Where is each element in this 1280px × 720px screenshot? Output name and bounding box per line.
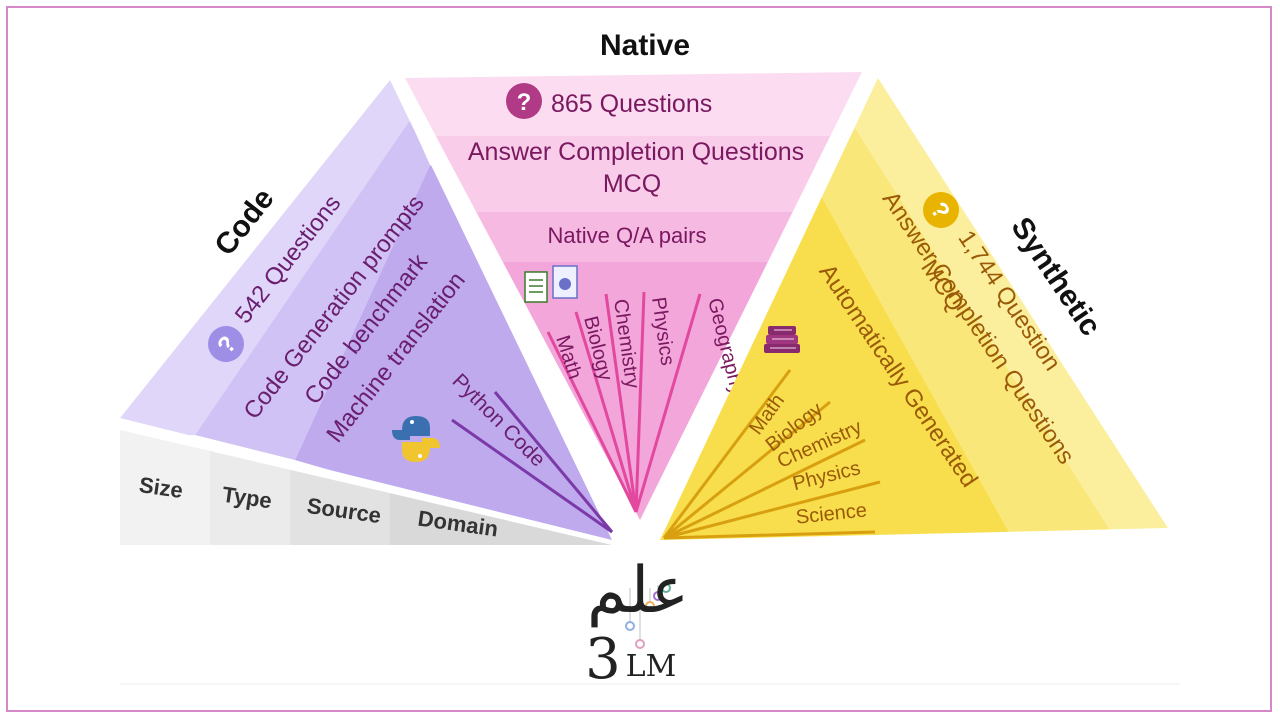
native-domain-line <box>634 291 646 513</box>
books-icon <box>764 326 800 353</box>
native-count: 865 Questions <box>551 90 712 118</box>
native-band-size <box>405 72 862 136</box>
code-band-source <box>195 120 430 460</box>
logo: علم 3 LM <box>585 554 689 692</box>
legend-band-size <box>120 430 210 545</box>
native-types-line1: Answer Completion Questions <box>468 138 804 166</box>
native-types-line2: MCQ <box>603 170 661 198</box>
native-domain-line <box>634 293 702 513</box>
native-domain-line <box>546 331 638 513</box>
document-icon <box>524 265 578 303</box>
logo-latin-digit: 3 <box>585 627 621 692</box>
logo-latin-letters: LM <box>626 649 677 684</box>
code-question-icon: ? <box>208 326 244 362</box>
native-question-icon: ? <box>506 83 542 119</box>
logo-bulbs <box>625 582 671 649</box>
native-domain-line <box>574 311 638 513</box>
legend-size: Size <box>138 472 185 503</box>
synthetic-domain-line <box>662 369 792 539</box>
synthetic-question-icon: ? <box>923 192 959 228</box>
synthetic-band-source <box>815 120 1110 534</box>
native-band-type <box>405 136 862 212</box>
synthetic-domain-line <box>663 480 881 540</box>
synthetic-domain-line <box>663 400 831 540</box>
native-source: Native Q/A pairs <box>548 223 707 248</box>
code-domain-lines <box>451 391 614 534</box>
native-domain-line <box>604 293 638 513</box>
synthetic-domain-line <box>663 530 876 540</box>
logo-arabic: علم <box>587 554 689 628</box>
synthetic-domain-line <box>663 438 866 540</box>
slide-border <box>6 6 1272 712</box>
native-title: Native <box>600 29 690 62</box>
svg-text:?: ? <box>517 89 532 116</box>
synthetic-band-type <box>850 78 1168 530</box>
python-logo-icon <box>392 416 440 462</box>
